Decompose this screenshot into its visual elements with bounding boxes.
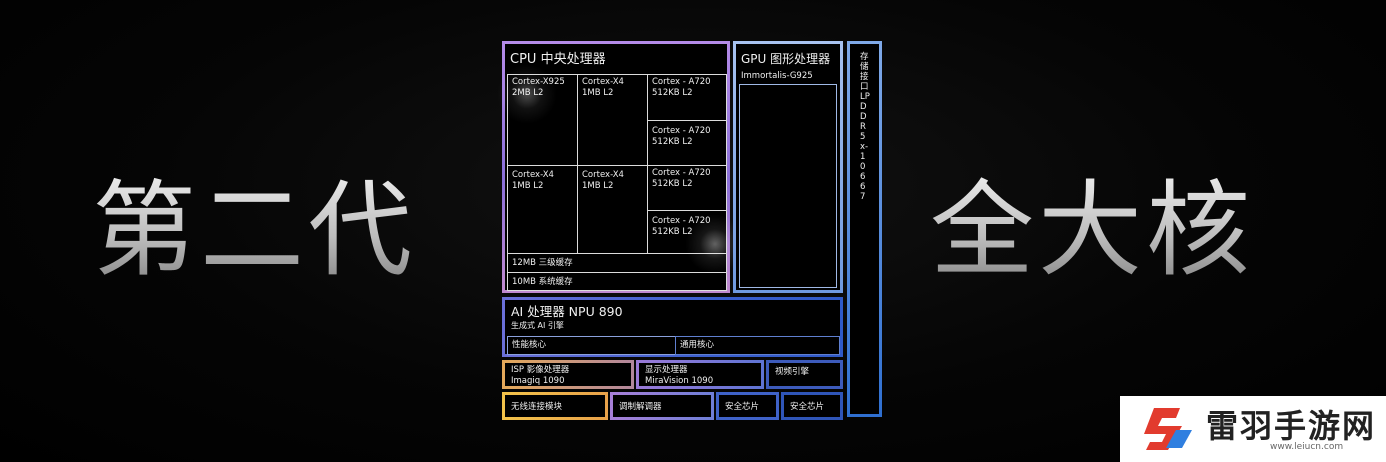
gpu-name: Immortalis-G925	[741, 71, 813, 81]
headline-right: 全大核	[930, 165, 1254, 295]
display-title: 显示处理器	[645, 365, 688, 375]
npu-perf-core: 性能核心	[507, 336, 676, 355]
cpu-core-a720-4: Cortex - A720 512KB L2	[647, 210, 727, 254]
l3-cache-label: 12MB 三级缓存	[512, 258, 573, 268]
watermark-url: www.leiucn.com	[1270, 442, 1344, 452]
core-name: Cortex - A720	[652, 126, 711, 136]
wireless-title: 无线连接模块	[511, 402, 563, 412]
core-name: Cortex-X4	[582, 77, 624, 87]
gpu-title: GPU 图形处理器	[741, 52, 831, 66]
npu-general-core: 通用核心	[675, 336, 840, 355]
core-cache: 512KB L2	[652, 88, 693, 98]
system-cache-label: 10MB 系统缓存	[512, 277, 573, 287]
wireless-block: 无线连接模块	[502, 392, 608, 420]
security-chip-2-title: 安全芯片	[790, 402, 825, 412]
display-name: MiraVision 1090	[645, 376, 714, 386]
npu-perf-label: 性能核心	[512, 340, 547, 350]
cpu-block: CPU 中央处理器 Cortex-X925 2MB L2 Cortex-X4 1…	[497, 41, 745, 293]
video-engine-block: 视频引擎	[766, 360, 843, 389]
chip-diagram: CPU 中央处理器 Cortex-X925 2MB L2 Cortex-X4 1…	[497, 41, 884, 422]
core-cache: 512KB L2	[652, 137, 693, 147]
isp-block: ISP 影像处理器 Imagiq 1090	[502, 360, 634, 389]
video-engine-title: 视频引擎	[775, 367, 810, 377]
isp-name: Imagiq 1090	[511, 376, 565, 386]
memory-interface-block: 存储接口 LPDDR5x-10667	[847, 41, 882, 417]
security-chip-1: 安全芯片	[716, 392, 779, 420]
l3-cache: 12MB 三级缓存	[507, 253, 727, 273]
watermark-logo: 雷羽手游网 www.leiucn.com	[1120, 396, 1386, 462]
watermark-name: 雷羽手游网	[1206, 407, 1377, 445]
cpu-core-x4-a: Cortex-X4 1MB L2	[577, 74, 648, 166]
core-name: Cortex-X925	[512, 77, 565, 87]
gpu-core-area	[739, 84, 837, 288]
cpu-core-x4-c: Cortex-X4 1MB L2	[577, 165, 648, 254]
core-name: Cortex-X4	[512, 170, 554, 180]
memory-interface-label: 存储接口 LPDDR5x-10667	[860, 52, 870, 202]
cpu-core-a720-1: Cortex - A720 512KB L2	[647, 74, 727, 121]
npu-general-label: 通用核心	[680, 340, 715, 350]
gpu-block: GPU 图形处理器 Immortalis-G925	[733, 41, 843, 293]
lightning-logo-icon	[1144, 408, 1192, 450]
core-cache: 512KB L2	[652, 179, 693, 189]
core-cache: 1MB L2	[582, 88, 614, 98]
cpu-core-a720-2: Cortex - A720 512KB L2	[647, 120, 727, 166]
core-cache: 512KB L2	[652, 227, 693, 237]
core-cache: 1MB L2	[582, 181, 614, 191]
isp-title: ISP 影像处理器	[511, 365, 570, 375]
core-name: Cortex-X4	[582, 170, 624, 180]
cpu-title: CPU 中央处理器	[510, 52, 606, 67]
security-chip-2: 安全芯片	[781, 392, 843, 420]
core-name: Cortex - A720	[652, 77, 711, 87]
npu-block: AI 处理器 NPU 890 生成式 AI 引擎 性能核心 通用核心	[502, 297, 843, 357]
cpu-core-a720-3: Cortex - A720 512KB L2	[647, 165, 727, 211]
system-cache: 10MB 系统缓存	[507, 272, 727, 291]
cpu-core-x925: Cortex-X925 2MB L2	[507, 74, 578, 166]
modem-block: 调制解调器	[610, 392, 714, 420]
security-chip-1-title: 安全芯片	[725, 402, 760, 412]
npu-subtitle: 生成式 AI 引擎	[511, 321, 564, 330]
npu-title: AI 处理器 NPU 890	[511, 304, 623, 319]
headline-left: 第二代	[92, 165, 416, 295]
core-cache: 1MB L2	[512, 181, 544, 191]
modem-title: 调制解调器	[619, 402, 662, 412]
display-block: 显示处理器 MiraVision 1090	[636, 360, 764, 389]
cpu-core-x4-b: Cortex-X4 1MB L2	[507, 165, 578, 254]
core-name: Cortex - A720	[652, 216, 711, 226]
core-cache: 2MB L2	[512, 88, 544, 98]
core-name: Cortex - A720	[652, 168, 711, 178]
